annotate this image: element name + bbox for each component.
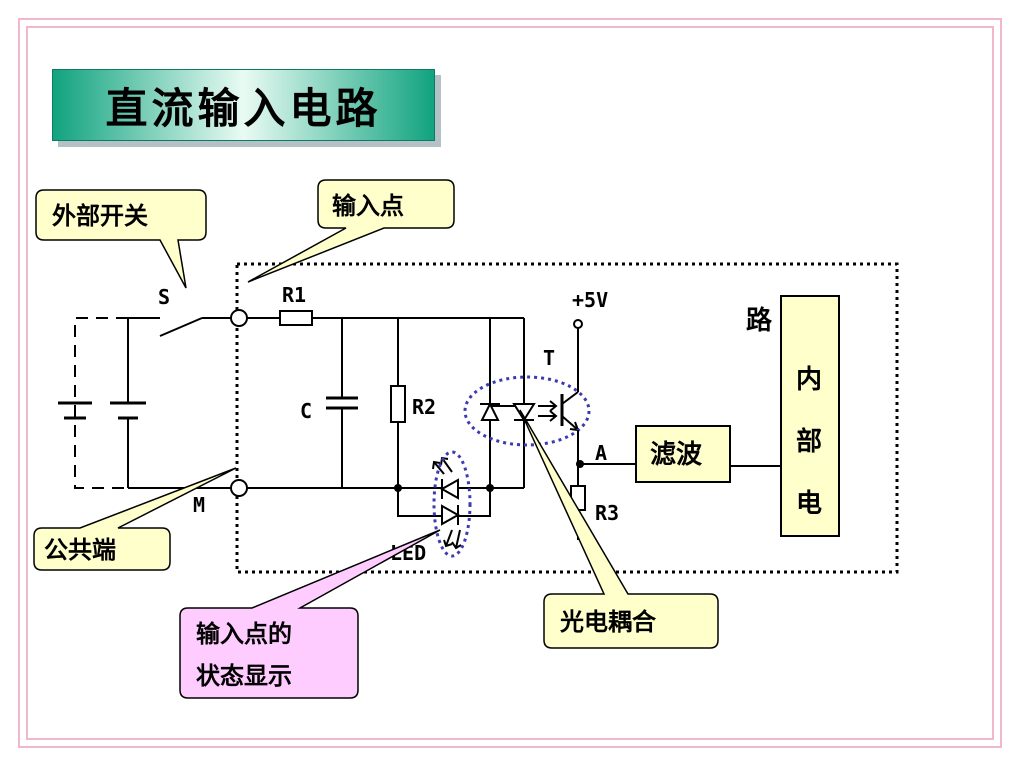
optocoupler-light-arrows (538, 400, 558, 422)
callout-external-switch-text: 外部开关 (52, 202, 148, 230)
capacitor-c (326, 318, 358, 488)
callout-optocoupler: 光电耦合 (519, 409, 719, 649)
callout-input-point: 输入点 (247, 179, 455, 283)
external-battery (58, 317, 146, 489)
supply-terminal (573, 319, 583, 329)
internal-circuit-char-1: 内 (796, 365, 822, 395)
inner-border (26, 26, 994, 740)
resistor-r1 (279, 310, 313, 326)
external-switch (128, 317, 231, 337)
node-a-label: A (595, 441, 607, 465)
r2-label: R2 (412, 395, 436, 419)
led-upper (439, 478, 459, 500)
optocoupler-highlight-ellipse (463, 375, 591, 447)
optocoupler-diode-1 (480, 401, 500, 421)
supply-label: +5V (572, 288, 608, 312)
resistor-r2 (390, 385, 406, 423)
led-lower (441, 504, 461, 526)
module-boundary (235, 262, 899, 574)
capacitor-label: C (300, 399, 312, 423)
outer-border (18, 18, 1002, 748)
internal-circuit-block (780, 295, 840, 537)
callout-status-display: 输入点的 状态显示 (179, 529, 441, 699)
switch-label: S (158, 285, 170, 309)
callout-common-terminal-text: 公共端 (44, 536, 116, 564)
transistor-label: T (543, 346, 555, 370)
callout-input-point-text: 输入点 (332, 192, 404, 220)
callout-external-switch: 外部开关 (35, 189, 207, 289)
callout-optocoupler-text: 光电耦合 (559, 608, 657, 636)
r1-label: R1 (282, 283, 306, 307)
common-terminal (230, 479, 248, 497)
callout-status-line2: 状态显示 (196, 662, 292, 690)
input-terminal (230, 309, 248, 327)
internal-circuit-char-2: 部 (796, 427, 822, 457)
internal-circuit-char-3: 电 (796, 489, 822, 519)
common-label: M (193, 493, 205, 517)
phototransistor-t (560, 391, 580, 432)
page-title: 直流输入电路 (52, 69, 435, 141)
filter-label: 滤波 (650, 440, 703, 470)
filter-block (635, 425, 731, 483)
internal-circuit-char-4: 路 (746, 305, 773, 336)
callout-common-terminal: 公共端 (33, 467, 237, 571)
r3-label: R3 (595, 501, 619, 525)
led-highlight-ellipse (432, 450, 472, 558)
callout-status-line1: 输入点的 (196, 620, 292, 648)
